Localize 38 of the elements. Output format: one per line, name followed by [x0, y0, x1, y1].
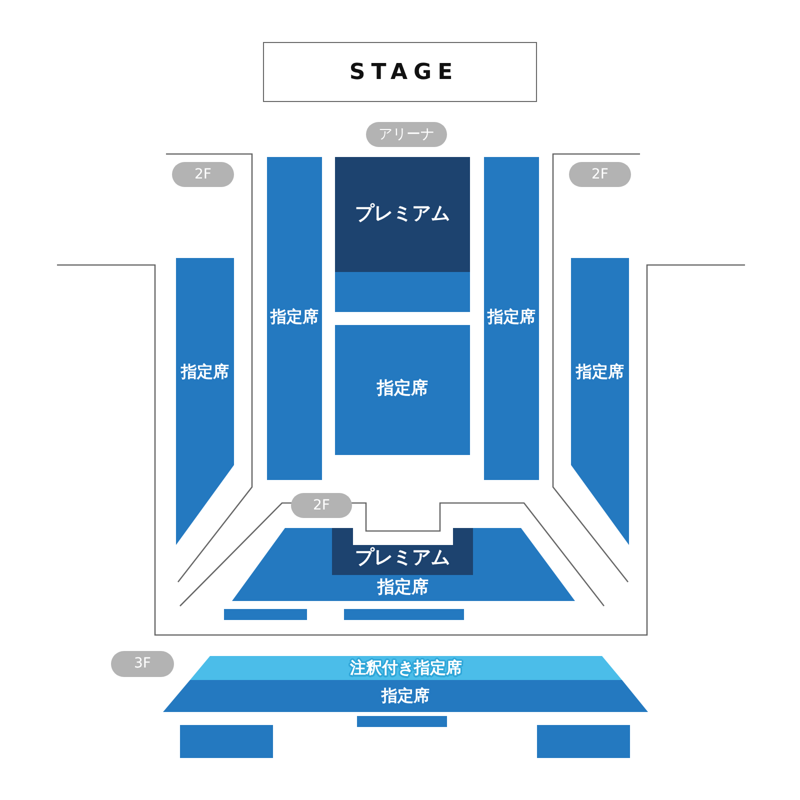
- section-label: 指定席: [377, 380, 428, 398]
- seat-section: [335, 325, 470, 455]
- seat-section: [190, 656, 622, 680]
- section-label: プレミアム: [355, 548, 450, 568]
- section-label: 指定席: [382, 687, 430, 705]
- floor-label: 2F: [592, 166, 608, 182]
- seat-section: [180, 725, 273, 758]
- floor-tag: [172, 162, 234, 187]
- seat-section: [484, 157, 539, 480]
- stage-label: STAGE: [348, 60, 459, 86]
- seat-section: [335, 272, 470, 312]
- seat-section: [232, 528, 575, 601]
- floor-tag: [291, 493, 352, 518]
- section-label: 指定席: [488, 308, 536, 326]
- floor-tag: [366, 122, 447, 147]
- section-label: 注釈付き指定席: [350, 659, 462, 677]
- floor-tag: [569, 162, 631, 187]
- floor-label: 3F: [134, 656, 151, 672]
- section-label: 指定席: [181, 363, 229, 381]
- section-label: 指定席: [378, 578, 428, 598]
- floor-label: 2F: [194, 166, 212, 182]
- seat-section: [176, 258, 234, 545]
- floor-label: アリーナ: [378, 126, 434, 142]
- seat-section: [163, 680, 648, 712]
- seat-section: [537, 725, 630, 758]
- floor-tag: [111, 651, 174, 677]
- stage-box: [263, 42, 537, 102]
- section-label: 指定席: [270, 308, 318, 326]
- section-label: プレミアム: [355, 204, 450, 224]
- seat-section: [224, 609, 307, 620]
- seat-section: [571, 258, 629, 545]
- floor-label: 2F: [313, 498, 330, 514]
- seat-section: [344, 609, 464, 620]
- section-label: 指定席: [576, 363, 624, 381]
- seat-section: [332, 528, 473, 575]
- seat-section: [357, 716, 447, 727]
- seat-section: [267, 157, 322, 480]
- seat-section: [335, 157, 470, 272]
